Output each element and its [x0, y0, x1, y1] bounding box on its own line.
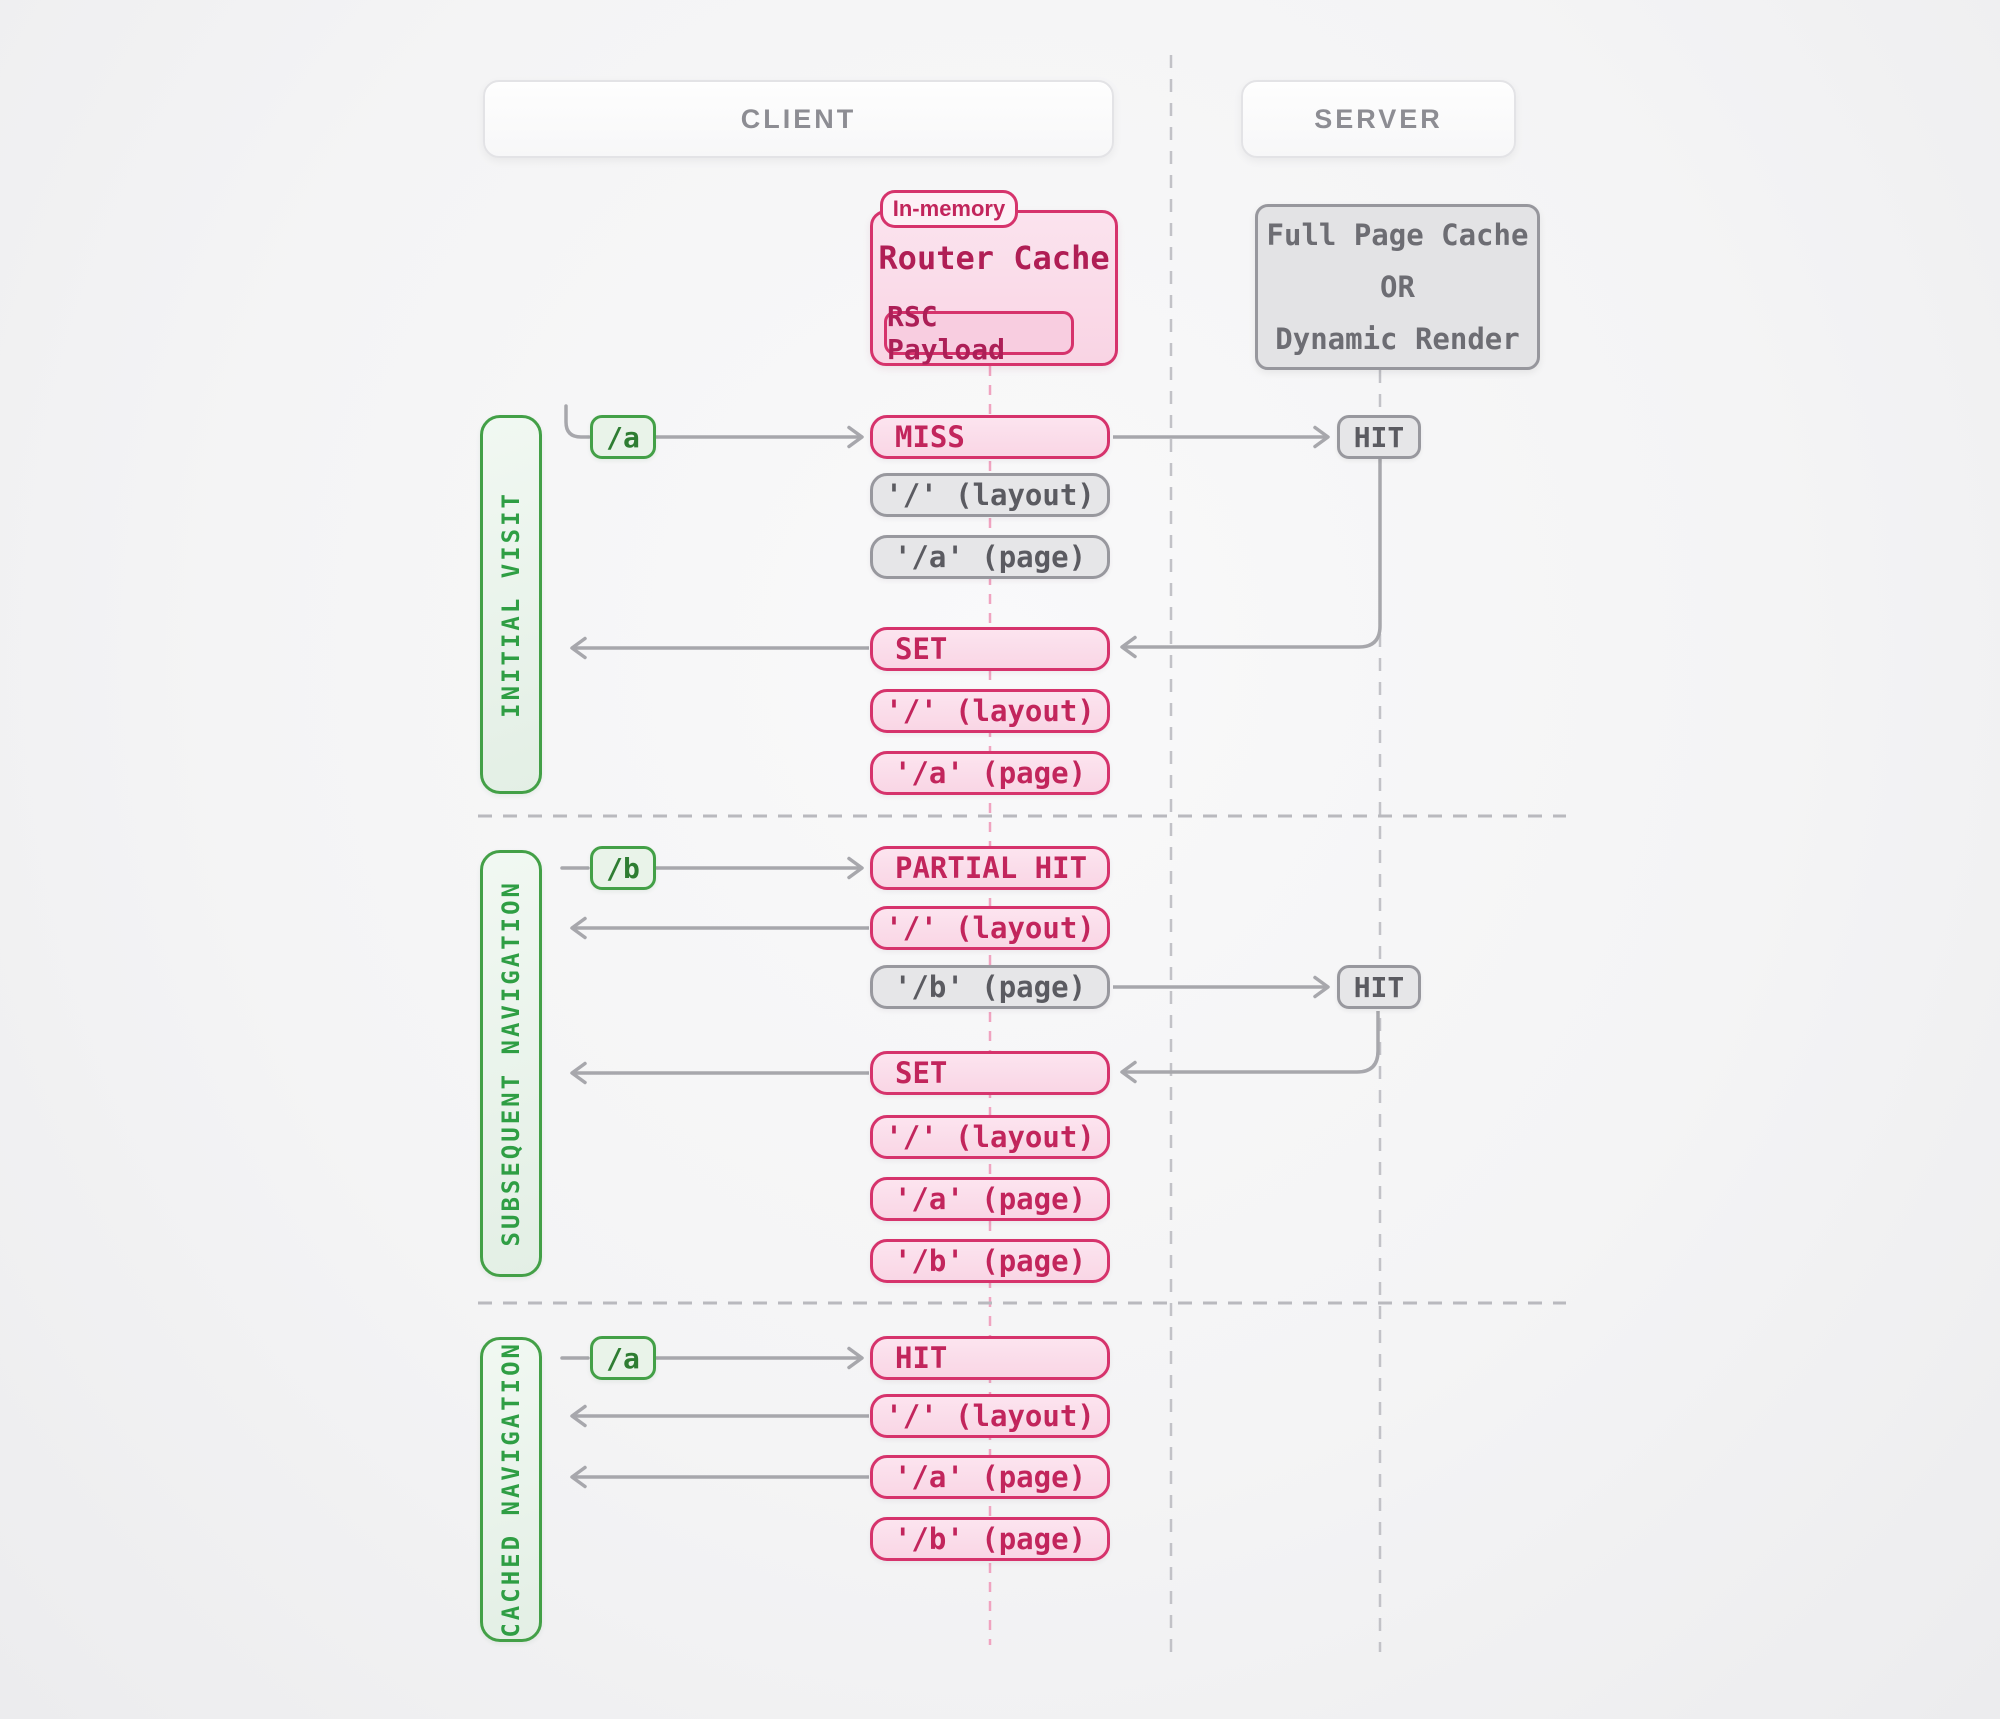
server-lane-label: SERVER	[1314, 103, 1443, 134]
cache-status-box-miss: MISS	[870, 415, 1110, 459]
segment-box-page-a-pink: '/a' (page)	[870, 1455, 1110, 1499]
cache-status-box-hit: HIT	[870, 1336, 1110, 1380]
router-cache-title: Router Cache	[878, 239, 1110, 277]
full-page-cache-line3: Dynamic Render	[1275, 322, 1520, 356]
full-page-cache-box: Full Page Cache OR Dynamic Render	[1255, 204, 1540, 370]
segment-box-page-a-pink: '/a' (page)	[870, 1177, 1110, 1221]
section-pill-initial-visit: INITIAL VISIT	[480, 415, 542, 794]
full-page-cache-line1: Full Page Cache	[1266, 218, 1529, 252]
server-lane-header: SERVER	[1241, 80, 1516, 158]
section-pill-subsequent-navigation: SUBSEQUENT NAVIGATION	[480, 850, 542, 1277]
segment-box-page-b-pink: '/b' (page)	[870, 1517, 1110, 1561]
cache-action-box-set: SET	[870, 627, 1110, 671]
segment-box-layout-pink: '/' (layout)	[870, 906, 1110, 950]
segment-box-layout-pink: '/' (layout)	[870, 689, 1110, 733]
section-label: SUBSEQUENT NAVIGATION	[497, 880, 525, 1247]
section-label: CACHED NAVIGATION	[497, 1341, 525, 1638]
section-pill-cached-navigation: CACHED NAVIGATION	[480, 1337, 542, 1642]
in-memory-badge: In-memory	[880, 190, 1018, 228]
client-lane-header: CLIENT	[483, 80, 1114, 158]
server-hit-badge-subsequent: HIT	[1337, 965, 1421, 1009]
section-label: INITIAL VISIT	[497, 491, 525, 718]
client-lane-label: CLIENT	[740, 103, 857, 134]
route-badge-b-subsequent: /b	[590, 846, 656, 890]
rsc-payload-box: RSC Payload	[884, 300, 1074, 366]
segment-box-page-a-gray: '/a' (page)	[870, 535, 1110, 579]
cache-status-box-partial-hit: PARTIAL HIT	[870, 846, 1110, 890]
route-badge-a-initial: /a	[590, 415, 656, 459]
full-page-cache-line2: OR	[1380, 270, 1415, 304]
arrow-server-hit-to-set-2	[1120, 1011, 1380, 1084]
entry-curve-line	[564, 404, 591, 439]
cache-action-box-set: SET	[870, 1051, 1110, 1095]
segment-box-page-a-pink: '/a' (page)	[870, 751, 1110, 795]
arrow-server-hit-to-set	[1120, 459, 1382, 659]
route-badge-a-cached: /a	[590, 1336, 656, 1380]
segment-box-page-b-gray: '/b' (page)	[870, 965, 1110, 1009]
segment-box-layout-gray: '/' (layout)	[870, 473, 1110, 517]
segment-box-layout-pink: '/' (layout)	[870, 1115, 1110, 1159]
segment-box-layout-pink: '/' (layout)	[870, 1394, 1110, 1438]
server-hit-badge-initial: HIT	[1337, 415, 1421, 459]
segment-box-page-b-pink: '/b' (page)	[870, 1239, 1110, 1283]
